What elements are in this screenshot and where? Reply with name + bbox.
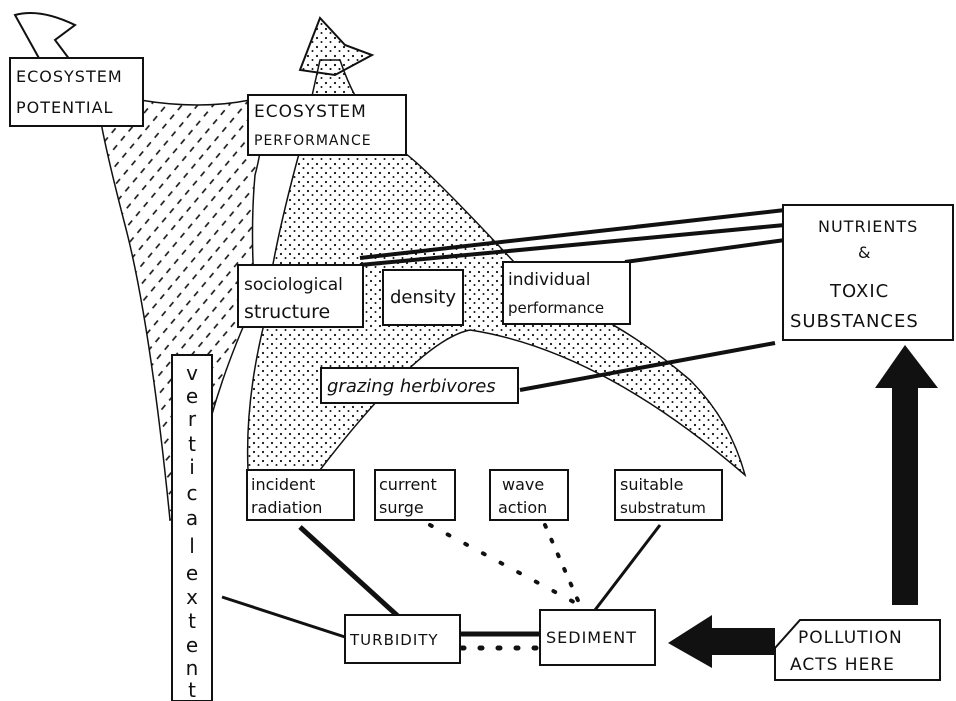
turbidity-label: TURBIDITY bbox=[349, 631, 439, 649]
svg-text:t: t bbox=[188, 678, 196, 701]
svg-text:e: e bbox=[186, 633, 198, 657]
nutrients-toxic-box bbox=[782, 204, 954, 341]
radiation-turbidity-line bbox=[298, 525, 402, 620]
pollution-box bbox=[774, 619, 941, 681]
incident-radiation-label-1: incident bbox=[251, 475, 315, 494]
vertical-turbidity-line bbox=[221, 595, 346, 639]
density-label: density bbox=[390, 287, 456, 308]
svg-text:e: e bbox=[186, 384, 198, 408]
pollution-label-1: POLLUTION bbox=[798, 628, 903, 648]
nutrients-label: NUTRIENTS bbox=[818, 217, 918, 236]
svg-text:t: t bbox=[188, 432, 196, 456]
svg-text:t: t bbox=[188, 609, 196, 633]
svg-text:v: v bbox=[186, 361, 198, 385]
sociological-structure-label-2: structure bbox=[244, 301, 330, 323]
svg-text:x: x bbox=[186, 585, 198, 609]
suitable-substratum-box bbox=[614, 469, 723, 521]
grazing-herbivores-label: grazing herbivores bbox=[327, 376, 496, 397]
current-surge-label-1: current bbox=[379, 475, 437, 494]
performance-arrow-icon bbox=[298, 16, 375, 77]
surge-sediment-dotted-line bbox=[428, 523, 587, 610]
substances-label: SUBSTANCES bbox=[790, 311, 919, 332]
grazing-herbivores-box bbox=[320, 367, 519, 404]
wave-action-label-2: action bbox=[498, 498, 547, 517]
nutrient-line-1 bbox=[359, 208, 786, 260]
svg-text:r: r bbox=[188, 407, 197, 431]
svg-text:c: c bbox=[187, 481, 198, 505]
grazing-line bbox=[519, 341, 776, 392]
incident-radiation-label-2: radiation bbox=[251, 498, 322, 517]
nutrient-line-2 bbox=[359, 223, 786, 267]
svg-text:e: e bbox=[186, 561, 198, 585]
toxic-label: TOXIC bbox=[829, 281, 889, 302]
sediment-box bbox=[539, 609, 656, 666]
individual-performance-label-1: individual bbox=[508, 270, 591, 290]
wave-action-box bbox=[489, 469, 569, 521]
ecosystem-performance-label-2: PERFORMANCE bbox=[254, 133, 372, 149]
vertical-extent-box bbox=[171, 354, 213, 701]
sediment-label: SEDIMENT bbox=[546, 628, 637, 647]
substratum-sediment-line bbox=[593, 524, 662, 611]
wave-sediment-dotted-line bbox=[543, 523, 582, 607]
incident-radiation-box bbox=[246, 469, 355, 521]
turbidity-box bbox=[344, 614, 461, 664]
wave-action-label-1: wave bbox=[502, 475, 544, 494]
pollution-to-sediment-arrow-icon bbox=[668, 615, 775, 668]
sociological-structure-label-1: sociological bbox=[244, 275, 343, 295]
suitable-substratum-label-1: suitable bbox=[620, 475, 683, 494]
potential-arrow-icon bbox=[13, 12, 77, 61]
ecosystem-potential-label-1: ECOSYSTEM bbox=[16, 67, 123, 86]
nutrient-line-3 bbox=[624, 238, 786, 264]
ecosystem-potential-box bbox=[9, 57, 144, 127]
suitable-substratum-label-2: substratum bbox=[620, 499, 706, 517]
individual-performance-label-2: performance bbox=[508, 299, 604, 317]
pollution-label-2: ACTS HERE bbox=[790, 655, 895, 675]
svg-text:i: i bbox=[189, 455, 195, 479]
pollution-to-nutrients-arrow-icon bbox=[875, 345, 938, 605]
vertical-extent-label: v e r t i c a l e x t e n t bbox=[186, 361, 199, 701]
svg-text:n: n bbox=[186, 656, 199, 680]
individual-performance-box bbox=[502, 261, 631, 325]
current-surge-box bbox=[374, 469, 456, 521]
sociological-structure-box bbox=[237, 264, 364, 328]
ecosystem-potential-label-2: POTENTIAL bbox=[16, 98, 113, 117]
svg-text:l: l bbox=[189, 534, 195, 558]
density-box bbox=[382, 269, 464, 326]
svg-text:a: a bbox=[186, 506, 198, 530]
ecosystem-performance-label-1: ECOSYSTEM bbox=[254, 102, 367, 122]
current-surge-label-2: surge bbox=[379, 498, 424, 517]
ecosystem-performance-box bbox=[247, 94, 407, 156]
ampersand-label: & bbox=[858, 243, 870, 262]
